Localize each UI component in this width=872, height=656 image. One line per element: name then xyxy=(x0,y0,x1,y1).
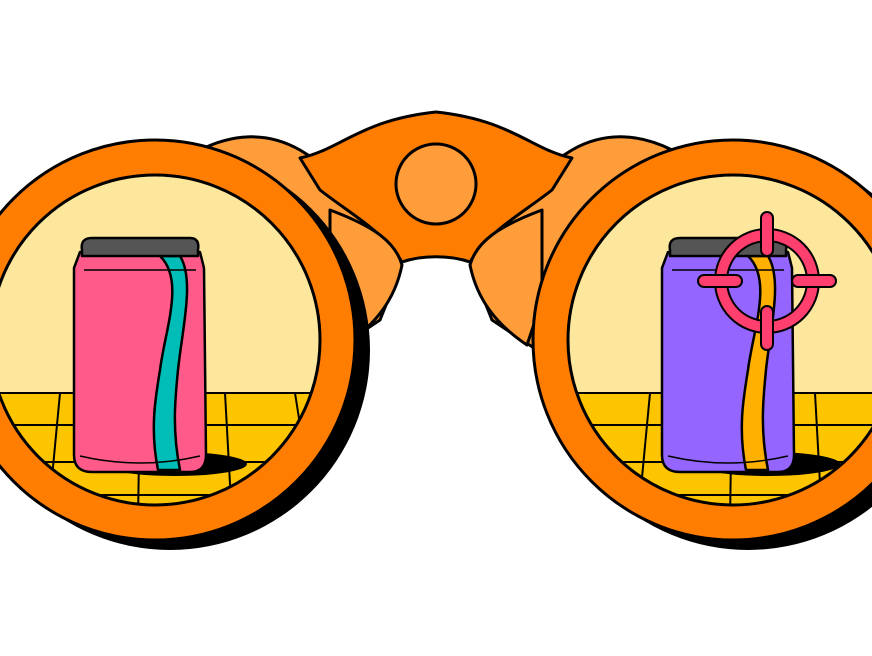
crosshair-icon xyxy=(697,211,837,351)
soda-can-icon xyxy=(72,236,208,474)
left-lens xyxy=(0,138,370,550)
right-lens xyxy=(531,138,872,550)
focus-knob xyxy=(394,142,478,226)
right-bridge-lower xyxy=(468,208,544,347)
